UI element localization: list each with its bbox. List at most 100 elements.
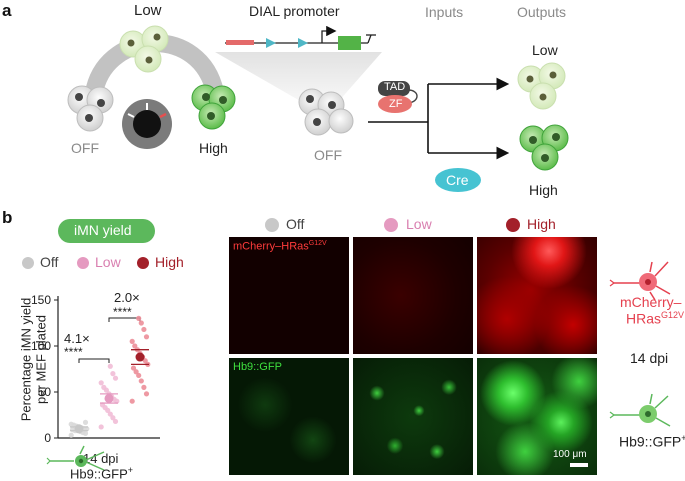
img-label-green: Hb9::GFP	[233, 361, 282, 373]
right-green-main: Hb9::GFP	[619, 433, 682, 450]
micrograph-red-low	[353, 237, 473, 354]
mean-marker-low	[104, 393, 114, 403]
legend-off-label: Off	[40, 254, 59, 270]
micrograph-green-high	[477, 358, 597, 475]
img-label-red: mCherry–HRasG12V	[233, 240, 327, 253]
mean-marker-off	[74, 424, 84, 434]
dial-knob	[122, 99, 172, 149]
imn-yield-badge-label: iMN yield	[74, 222, 132, 238]
center-off-cell-cluster	[298, 88, 354, 136]
panel-b-letter: b	[2, 208, 13, 227]
data-point-high	[132, 343, 138, 349]
inputs-label: Inputs	[425, 4, 464, 20]
right-green-label: Hb9::GFP+	[619, 433, 685, 450]
data-point-high	[129, 338, 135, 344]
legend-low-label: Low	[95, 254, 121, 270]
data-point-high	[141, 326, 147, 333]
sig2-stars: ****	[113, 305, 132, 319]
y-tick-label: 100	[31, 339, 51, 353]
data-point-high	[136, 372, 142, 379]
x-caption-main: Hb9::GFP	[70, 466, 128, 481]
legend-right-low-label: Low	[406, 216, 432, 232]
high-cell-cluster	[191, 84, 236, 130]
tad-label: TAD	[384, 81, 406, 93]
mean-marker-high	[135, 352, 145, 362]
sig2-fold: 2.0×	[114, 290, 140, 305]
off-cell-cluster	[67, 85, 114, 132]
output-low-cluster	[517, 62, 566, 110]
legend-right-off-label: Off	[286, 216, 305, 232]
micrograph-green-low	[353, 358, 473, 475]
output-low-label: Low	[532, 42, 558, 58]
data-point-low	[98, 380, 104, 386]
data-point-low	[112, 375, 119, 381]
data-point-off	[68, 432, 74, 438]
data-point-low	[98, 424, 104, 430]
branch-arrows	[368, 77, 510, 160]
data-point-low	[107, 363, 113, 369]
data-point-high	[138, 320, 144, 326]
legend-right-off-dot	[265, 218, 279, 232]
cre-label: Cre	[446, 172, 469, 188]
zf-label: ZF	[389, 98, 403, 110]
legend-off-dot	[22, 257, 34, 269]
cre-protein	[435, 168, 481, 192]
micrograph-red-high	[477, 237, 597, 354]
data-point-low	[107, 411, 113, 417]
outputs-label: Outputs	[517, 4, 567, 20]
scale-bar-label: 100 μm	[553, 449, 587, 460]
off-label-center: OFF	[314, 147, 342, 163]
x-caption-line1: 14 dpi	[83, 451, 119, 466]
data-point-off	[82, 419, 89, 425]
data-point-high	[136, 315, 142, 321]
imn-yield-badge	[58, 219, 155, 243]
legend-right-high-dot	[506, 218, 520, 232]
micrograph-red-off	[229, 237, 349, 354]
panel-a-letter: a	[2, 1, 12, 20]
y-tick-label: 0	[44, 431, 51, 445]
legend-right-high-label: High	[527, 216, 556, 232]
right-red-line2: HRasG12V	[626, 310, 684, 327]
legend-high-dot	[137, 257, 149, 269]
output-high-cluster	[519, 124, 569, 171]
right-red-line1: mCherry–	[620, 294, 682, 310]
x-caption-sup: +	[127, 465, 134, 475]
dial-promoter-label: DIAL promoter	[249, 3, 340, 19]
right-red-line2-sup: G12V	[661, 310, 685, 320]
data-point-high	[141, 384, 147, 390]
scale-bar	[570, 463, 588, 467]
img-label-red-sup: G12V	[308, 240, 327, 247]
sig-bracket-1	[78, 358, 110, 363]
data-point-high	[129, 398, 135, 404]
data-point-off	[68, 421, 74, 427]
off-label-left: OFF	[71, 140, 99, 156]
data-point-high	[130, 365, 137, 371]
output-high-label: High	[529, 182, 558, 198]
data-point-high	[138, 378, 144, 384]
data-point-high	[143, 391, 150, 397]
micrograph-green-off	[229, 358, 349, 475]
low-label: Low	[134, 2, 162, 19]
data-point-high	[133, 369, 139, 375]
data-point-low	[110, 371, 116, 377]
tad-zf-protein	[378, 81, 418, 113]
sig1-fold: 4.1×	[64, 331, 90, 346]
dial-promoter-construct	[215, 25, 382, 102]
right-dpi-label: 14 dpi	[630, 350, 669, 366]
data-point-low	[110, 415, 116, 421]
img-label-red-main: mCherry–HRas	[233, 240, 309, 253]
high-label-left: High	[199, 140, 228, 156]
data-point-low	[112, 418, 119, 425]
y-tick-label: 150	[31, 293, 51, 307]
right-green-sup: +	[681, 433, 685, 443]
right-red-line2-main: HRas	[626, 310, 662, 327]
sig1-stars: ****	[64, 345, 83, 359]
legend-high-label: High	[155, 254, 184, 270]
data-point-high	[142, 358, 148, 364]
legend-right-low-dot	[384, 218, 398, 232]
low-cell-cluster	[119, 25, 169, 73]
